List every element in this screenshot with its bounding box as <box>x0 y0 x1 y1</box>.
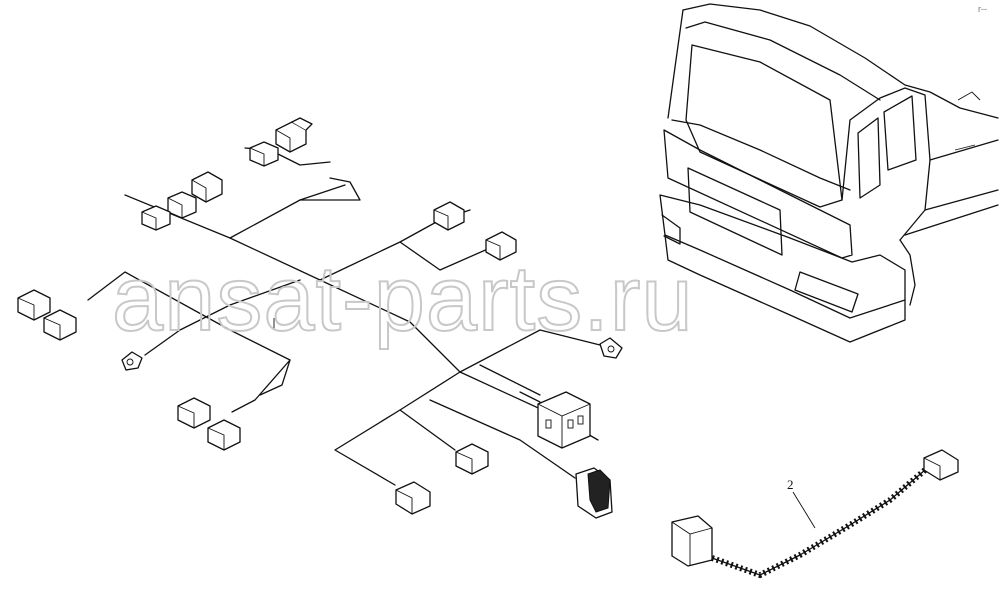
connector <box>17 289 51 321</box>
relay <box>537 391 591 449</box>
connector <box>455 443 489 475</box>
connector <box>485 231 517 261</box>
truck-cab <box>659 3 999 343</box>
connector <box>43 309 77 341</box>
callout-label: 2 <box>787 477 794 492</box>
connector <box>395 481 431 515</box>
cable-assembly-2: 2 <box>671 449 959 579</box>
corner-mark: r-- <box>978 4 987 14</box>
connector <box>275 117 313 153</box>
connector <box>167 191 197 219</box>
connector <box>177 397 211 429</box>
connector <box>207 419 241 451</box>
connector <box>141 205 171 231</box>
connector <box>433 201 465 231</box>
lamp-bulb-icon <box>121 351 143 371</box>
connector <box>191 171 223 203</box>
watermark: ansat-parts.ru <box>112 248 694 350</box>
connector <box>575 467 613 519</box>
lamp-bulb-icon <box>599 337 623 359</box>
connector <box>249 141 279 167</box>
connectors <box>17 117 623 519</box>
